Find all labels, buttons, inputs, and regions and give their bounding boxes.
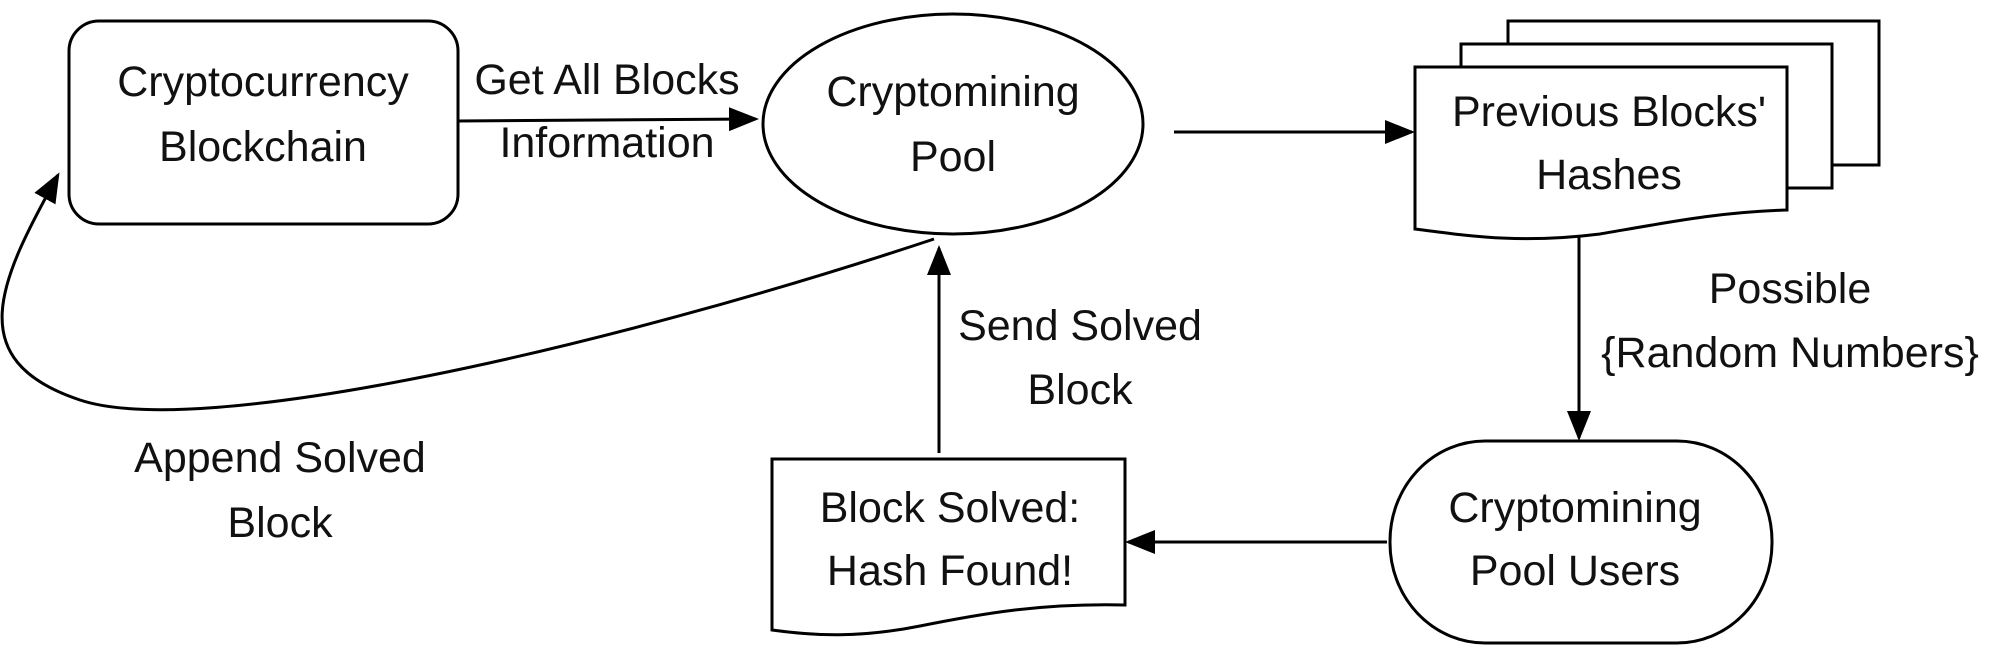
edge-label-get-all-blocks: Get All Blocks Information	[474, 56, 739, 167]
node-hashes-label-line1: Previous Blocks'	[1452, 88, 1766, 136]
edge-label-send-solved-line2: Block	[1027, 366, 1133, 414]
edge-blockchain-to-pool	[457, 107, 759, 132]
node-users: Cryptomining Pool Users	[1388, 439, 1774, 645]
node-pool-label-line1: Cryptomining	[826, 68, 1079, 116]
node-solved-label-line2: Hash Found!	[827, 547, 1073, 595]
edge-label-get-all-blocks-line1: Get All Blocks	[474, 56, 739, 104]
node-solved-label-line1: Block Solved:	[820, 484, 1081, 532]
edge-label-send-solved: Send Solved Block	[958, 302, 1202, 414]
edge-label-append-solved: Append Solved Block	[134, 434, 426, 547]
node-hashes: Previous Blocks' Hashes	[1413, 19, 1881, 241]
node-hashes-label-line2: Hashes	[1536, 151, 1682, 199]
edge-label-send-solved-line1: Send Solved	[958, 302, 1202, 350]
node-pool-label-line2: Pool	[910, 133, 996, 181]
edge-pool-to-blockchain	[0, 172, 935, 412]
node-solved: Block Solved: Hash Found!	[770, 457, 1127, 637]
node-pool: Cryptomining Pool	[761, 12, 1145, 236]
edge-label-random-numbers-line1: Possible	[1709, 265, 1872, 313]
edge-label-get-all-blocks-line2: Information	[499, 119, 714, 167]
edge-label-random-numbers-line2: {Random Numbers}	[1601, 329, 1979, 377]
node-blockchain: Cryptocurrency Blockchain	[67, 19, 460, 226]
node-blockchain-label-line1: Cryptocurrency	[117, 58, 409, 106]
edge-label-random-numbers: Possible {Random Numbers}	[1601, 265, 1979, 377]
node-hashes-front-page	[1413, 65, 1789, 241]
edge-label-append-solved-line2: Block	[227, 499, 333, 547]
node-blockchain-label-line2: Blockchain	[159, 123, 367, 171]
node-users-label-line2: Pool Users	[1470, 547, 1680, 595]
edge-label-append-solved-line1: Append Solved	[134, 434, 426, 482]
node-users-label-line1: Cryptomining	[1448, 484, 1701, 532]
